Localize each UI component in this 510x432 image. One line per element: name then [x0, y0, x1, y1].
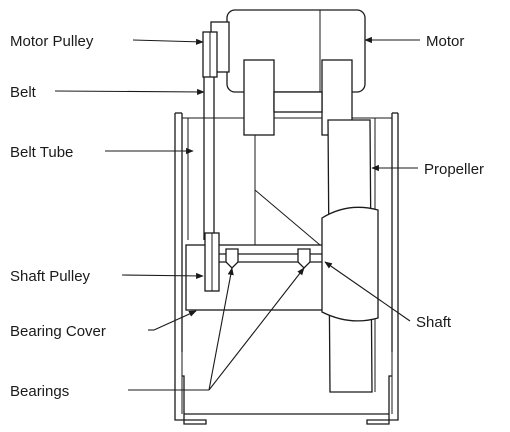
motor-pulley: [202, 31, 218, 78]
label-motor: Motor: [426, 33, 464, 50]
label-bearing-cover: Bearing Cover: [10, 323, 106, 340]
housing: [174, 112, 399, 425]
propeller: [321, 119, 379, 393]
shaft-pulley: [204, 232, 220, 292]
labels: Motor Pulley Belt Belt Tube Shaft Pulley…: [10, 33, 484, 400]
motor: [210, 9, 366, 136]
label-motor-pulley: Motor Pulley: [10, 33, 94, 50]
label-shaft-pulley: Shaft Pulley: [10, 268, 91, 285]
label-shaft: Shaft: [416, 314, 452, 331]
bearings: [225, 248, 311, 269]
label-propeller: Propeller: [424, 161, 484, 178]
label-belt: Belt: [10, 84, 37, 101]
belt: [203, 77, 215, 240]
label-bearings: Bearings: [10, 383, 69, 400]
label-belt-tube: Belt Tube: [10, 144, 73, 161]
drawing: [174, 9, 399, 425]
leader-lines: [54, 36, 420, 391]
